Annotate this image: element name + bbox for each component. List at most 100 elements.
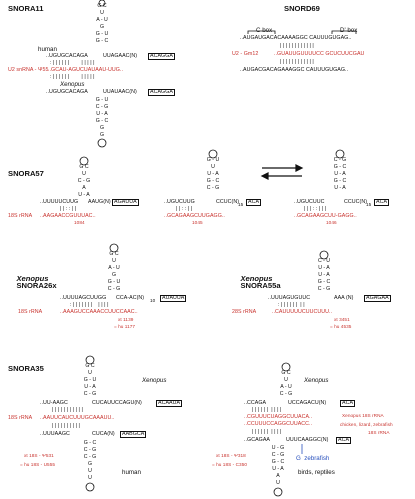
stem-pair: G	[111, 272, 117, 278]
snora55a-note-1: xt 3451	[334, 317, 350, 322]
stem-pair: C - G	[95, 104, 109, 110]
snora11-human-label: human	[38, 46, 57, 53]
snora55a-title-italic: Xenopus	[240, 273, 273, 283]
stem-pair: U - A	[207, 171, 219, 177]
snora11-top-seq-left: ..UGUGCACAGA	[46, 53, 88, 59]
hairpin-loop	[79, 156, 89, 166]
snora35-top-seq-a: ..UU-AAGC	[40, 400, 68, 406]
hairpin-loop	[273, 487, 283, 497]
stem-pair: U	[100, 10, 104, 16]
stem-pair: C - G	[83, 454, 97, 460]
forward-arrow-head	[295, 164, 304, 172]
d-box-bracket	[331, 30, 357, 34]
snora35-rna-label: 18S rRNA	[8, 415, 33, 421]
snora11-top-pairs: : | | | | | | | | | | |	[50, 60, 95, 66]
snora35b-note-1: xt 18S - Ψ318	[216, 453, 246, 458]
snord69-bottom-seq: ..AUGACGACAGAAAGGC CAUUUGUGAG..	[240, 67, 349, 73]
snora35b-side-2: chicken, lizard, zebrafish	[340, 422, 393, 427]
snora35b-rna-a: ..CGUUUCUAGGCUUACA..	[244, 414, 313, 420]
snora35b-top-seq-b: UCCAGACU(N)	[288, 400, 327, 406]
stem-pair: U	[88, 468, 92, 474]
snord69-c-box-label: C box	[256, 27, 273, 34]
snora57-mid-seq-a: ..UGUCUUG	[164, 199, 195, 205]
snora35-top-box: ACAAUA	[156, 400, 183, 408]
hairpin-loop	[85, 482, 95, 492]
snora35b-top-pairs: | | | | | | | | | |	[252, 407, 282, 413]
stem-pair: A	[82, 185, 86, 191]
stem-pair: C - G	[206, 185, 220, 191]
snora26x-seq-b: CCA-AC(N)	[116, 295, 145, 301]
snora55a-title-block: Xenopus SNORA55a	[232, 267, 280, 297]
snora11-title: SNORA11	[8, 4, 44, 13]
snora55a-box: AGAGAA	[364, 295, 391, 303]
snora57-right-seq-a: ..UGUCUUC	[294, 199, 325, 205]
stem-pair: U	[211, 164, 215, 170]
snora11-rna-label: U2 snRNA - Ψ55	[8, 67, 49, 73]
stem-pair: G - C	[317, 279, 331, 285]
snora35-bottom-seq-b: CUCA(N)	[92, 431, 115, 437]
snord69-title: SNORD69	[284, 4, 320, 13]
snora35-top-pairs: | | | | | | | | | | |	[52, 407, 83, 413]
snora11-bottom-seq-left: ..UGUGCACAGA	[46, 89, 88, 95]
snora57-right-rna: ..GCAGAAGCUU-GAGG..	[294, 213, 357, 219]
stem-pair: A - U	[96, 17, 108, 23]
stem-pair: U	[88, 370, 92, 376]
snora57-left-seq-a: ..UUUUUCUUG	[40, 199, 79, 205]
snora57-right-subscript: 15	[366, 202, 372, 207]
stem-pair: U	[284, 377, 288, 383]
stem-pair: U	[276, 480, 280, 486]
snora55a-rna-label: 28S rRNA	[232, 309, 257, 315]
stem-pair: U	[82, 171, 86, 177]
stem-pair: U - A	[334, 171, 346, 177]
snora11-top-box: ACAGGA	[148, 53, 175, 61]
snora57-mid-box: ACA	[246, 199, 262, 207]
stem-pair: U - A	[272, 466, 284, 472]
snora35-bottom-pairs: | | | | | | | | | |	[52, 423, 80, 429]
hairpin-loop	[208, 149, 218, 159]
snora57-mid-pairs: | | : : | |	[176, 206, 193, 212]
snora57-mid-subscript: 15	[238, 202, 244, 207]
c-box-bracket	[247, 30, 276, 34]
hairpin-loop	[109, 243, 119, 253]
snora57-left-pairs: | | : : | |	[60, 206, 77, 212]
stem-pair: G C	[79, 164, 89, 170]
snora57-right-pairs: | | | : : | | |	[304, 206, 327, 212]
stem-pair: C - G	[317, 286, 331, 292]
snora57-left-box: AGAUUA	[112, 199, 139, 207]
snora26x-pairs: : | | | | | | | | | | |	[70, 302, 109, 308]
hairpin-loop	[98, 0, 106, 7]
stem-pair: A - U	[108, 265, 120, 271]
snora26x-subscript: 10	[150, 298, 156, 303]
snora26x-rna-label: 18S rRNA	[18, 309, 43, 315]
stem-pair: G - C	[333, 164, 347, 170]
snora55a-note-2: = hu 4535	[330, 324, 352, 329]
stem-pair: G C	[281, 370, 291, 376]
snord69-rna-label: U2 - Gm12	[232, 51, 259, 57]
snora35b-side-1: Xenopus 18S rRNA	[342, 413, 384, 418]
snora35b-zebrafish-label: G zebrafish	[296, 455, 330, 462]
snora35-top-seq-b: CUCAUUCCAGU(N)	[92, 400, 142, 406]
snora57-rna-label: 18S rRNA	[8, 213, 33, 219]
stem-pair: U - A	[318, 265, 330, 271]
stem-pair: U - A	[96, 111, 108, 117]
stem-pair: C - U	[317, 258, 331, 264]
stem-pair: G - C	[95, 118, 109, 124]
stem-pair: G	[99, 24, 105, 30]
stem-pair: G - U	[95, 97, 109, 103]
stem-pair: G - U	[206, 157, 220, 163]
snora35b-note-2: = hu 18S - C350	[212, 462, 248, 467]
snora35-human-label: human	[122, 469, 141, 476]
stem-pair: G - C	[333, 178, 347, 184]
snora57-mid-rna: ..GCAGAAGCUUGAGG..	[164, 213, 225, 219]
snord69-rna-seq: ..GUAUUGUUUUCC GCUCUUCGAU	[274, 51, 365, 57]
snora35b-bottom-seq-b: UUUCAAGGC(N)	[286, 437, 329, 443]
snord69-bottom-pairs: | | | | | | | | | | | |	[280, 59, 314, 65]
snora57-left-number: 1084	[74, 220, 85, 225]
hairpin-loop	[85, 355, 95, 365]
stem-pair: U	[88, 475, 92, 481]
snora35b-bottom-box: ACA	[336, 437, 352, 445]
stem-pair: U - G	[271, 445, 285, 451]
snora26x-box: AUAUUA	[160, 295, 187, 303]
